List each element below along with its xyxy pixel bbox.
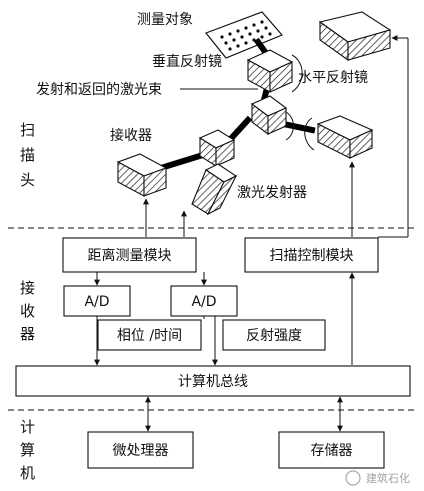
svg-text:接: 接 xyxy=(20,279,35,297)
laser-emitter-label: 激光发射器 xyxy=(237,184,307,201)
watermark: 建筑石化 xyxy=(345,470,410,486)
svg-text:器: 器 xyxy=(20,325,35,343)
phase-time-box xyxy=(97,319,202,351)
horizontal-mirror-block xyxy=(316,115,374,159)
vertical-mirror-block xyxy=(246,49,294,93)
phase-time-label: 相位 /时间 xyxy=(117,328,182,344)
microprocessor-label: 微处理器 xyxy=(113,443,169,459)
reflect-strength-label: 反射强度 xyxy=(246,328,302,344)
storage-box xyxy=(278,431,385,469)
section-label-scan-head: 扫 描 头 xyxy=(20,121,35,189)
splitter-block xyxy=(198,129,236,167)
svg-text:收: 收 xyxy=(20,302,35,320)
watermark-logo-icon xyxy=(345,470,361,486)
horizontal-mirror-label: 水平反射镜 xyxy=(298,70,368,86)
horizontal-rotation-arc xyxy=(304,117,315,151)
ad-converter-1-box xyxy=(63,285,131,317)
computer-bus-box xyxy=(15,365,411,397)
central-mirror-block xyxy=(250,95,288,136)
ad-converter-2-box xyxy=(170,285,238,317)
svg-text:扫: 扫 xyxy=(20,121,35,139)
watermark-text: 建筑石化 xyxy=(366,471,410,485)
section-label-receiver: 接 收 器 xyxy=(20,279,35,343)
section-label-computer: 计 算 机 xyxy=(20,418,35,482)
receiver-block xyxy=(116,153,168,197)
measured-object-panel xyxy=(205,11,284,59)
emitted-returned-beam-label: 发射和返回的激光束 xyxy=(36,81,162,98)
scan-control-box xyxy=(244,237,379,273)
scan-control-label: 扫描控制模块 xyxy=(270,248,354,264)
reflect-strength-box xyxy=(222,319,326,351)
microprocessor-box xyxy=(87,431,194,469)
computer-bus-label: 计算机总线 xyxy=(178,374,248,390)
svg-text:机: 机 xyxy=(20,464,35,482)
measured-object-label: 测量对象 xyxy=(137,12,193,28)
ad-converter-1-label: A/D xyxy=(84,294,109,310)
distance-module-label: 距离测量模块 xyxy=(88,247,172,264)
vertical-rotation-arc xyxy=(291,54,303,93)
svg-text:计: 计 xyxy=(20,418,35,436)
svg-text:算: 算 xyxy=(20,441,35,459)
svg-text:头: 头 xyxy=(20,171,35,189)
ad-converter-2-label: A/D xyxy=(191,294,216,310)
storage-label: 存储器 xyxy=(311,443,353,459)
receiver-unit-label: 接收器 xyxy=(110,127,152,144)
laser-emitter-block xyxy=(191,163,238,216)
svg-text:描: 描 xyxy=(20,146,35,164)
distance-module-box xyxy=(62,237,197,273)
central-rotation-arc xyxy=(285,111,294,141)
vertical-mirror-label: 垂直反射镜 xyxy=(152,53,222,70)
scan-target-block xyxy=(318,11,392,62)
